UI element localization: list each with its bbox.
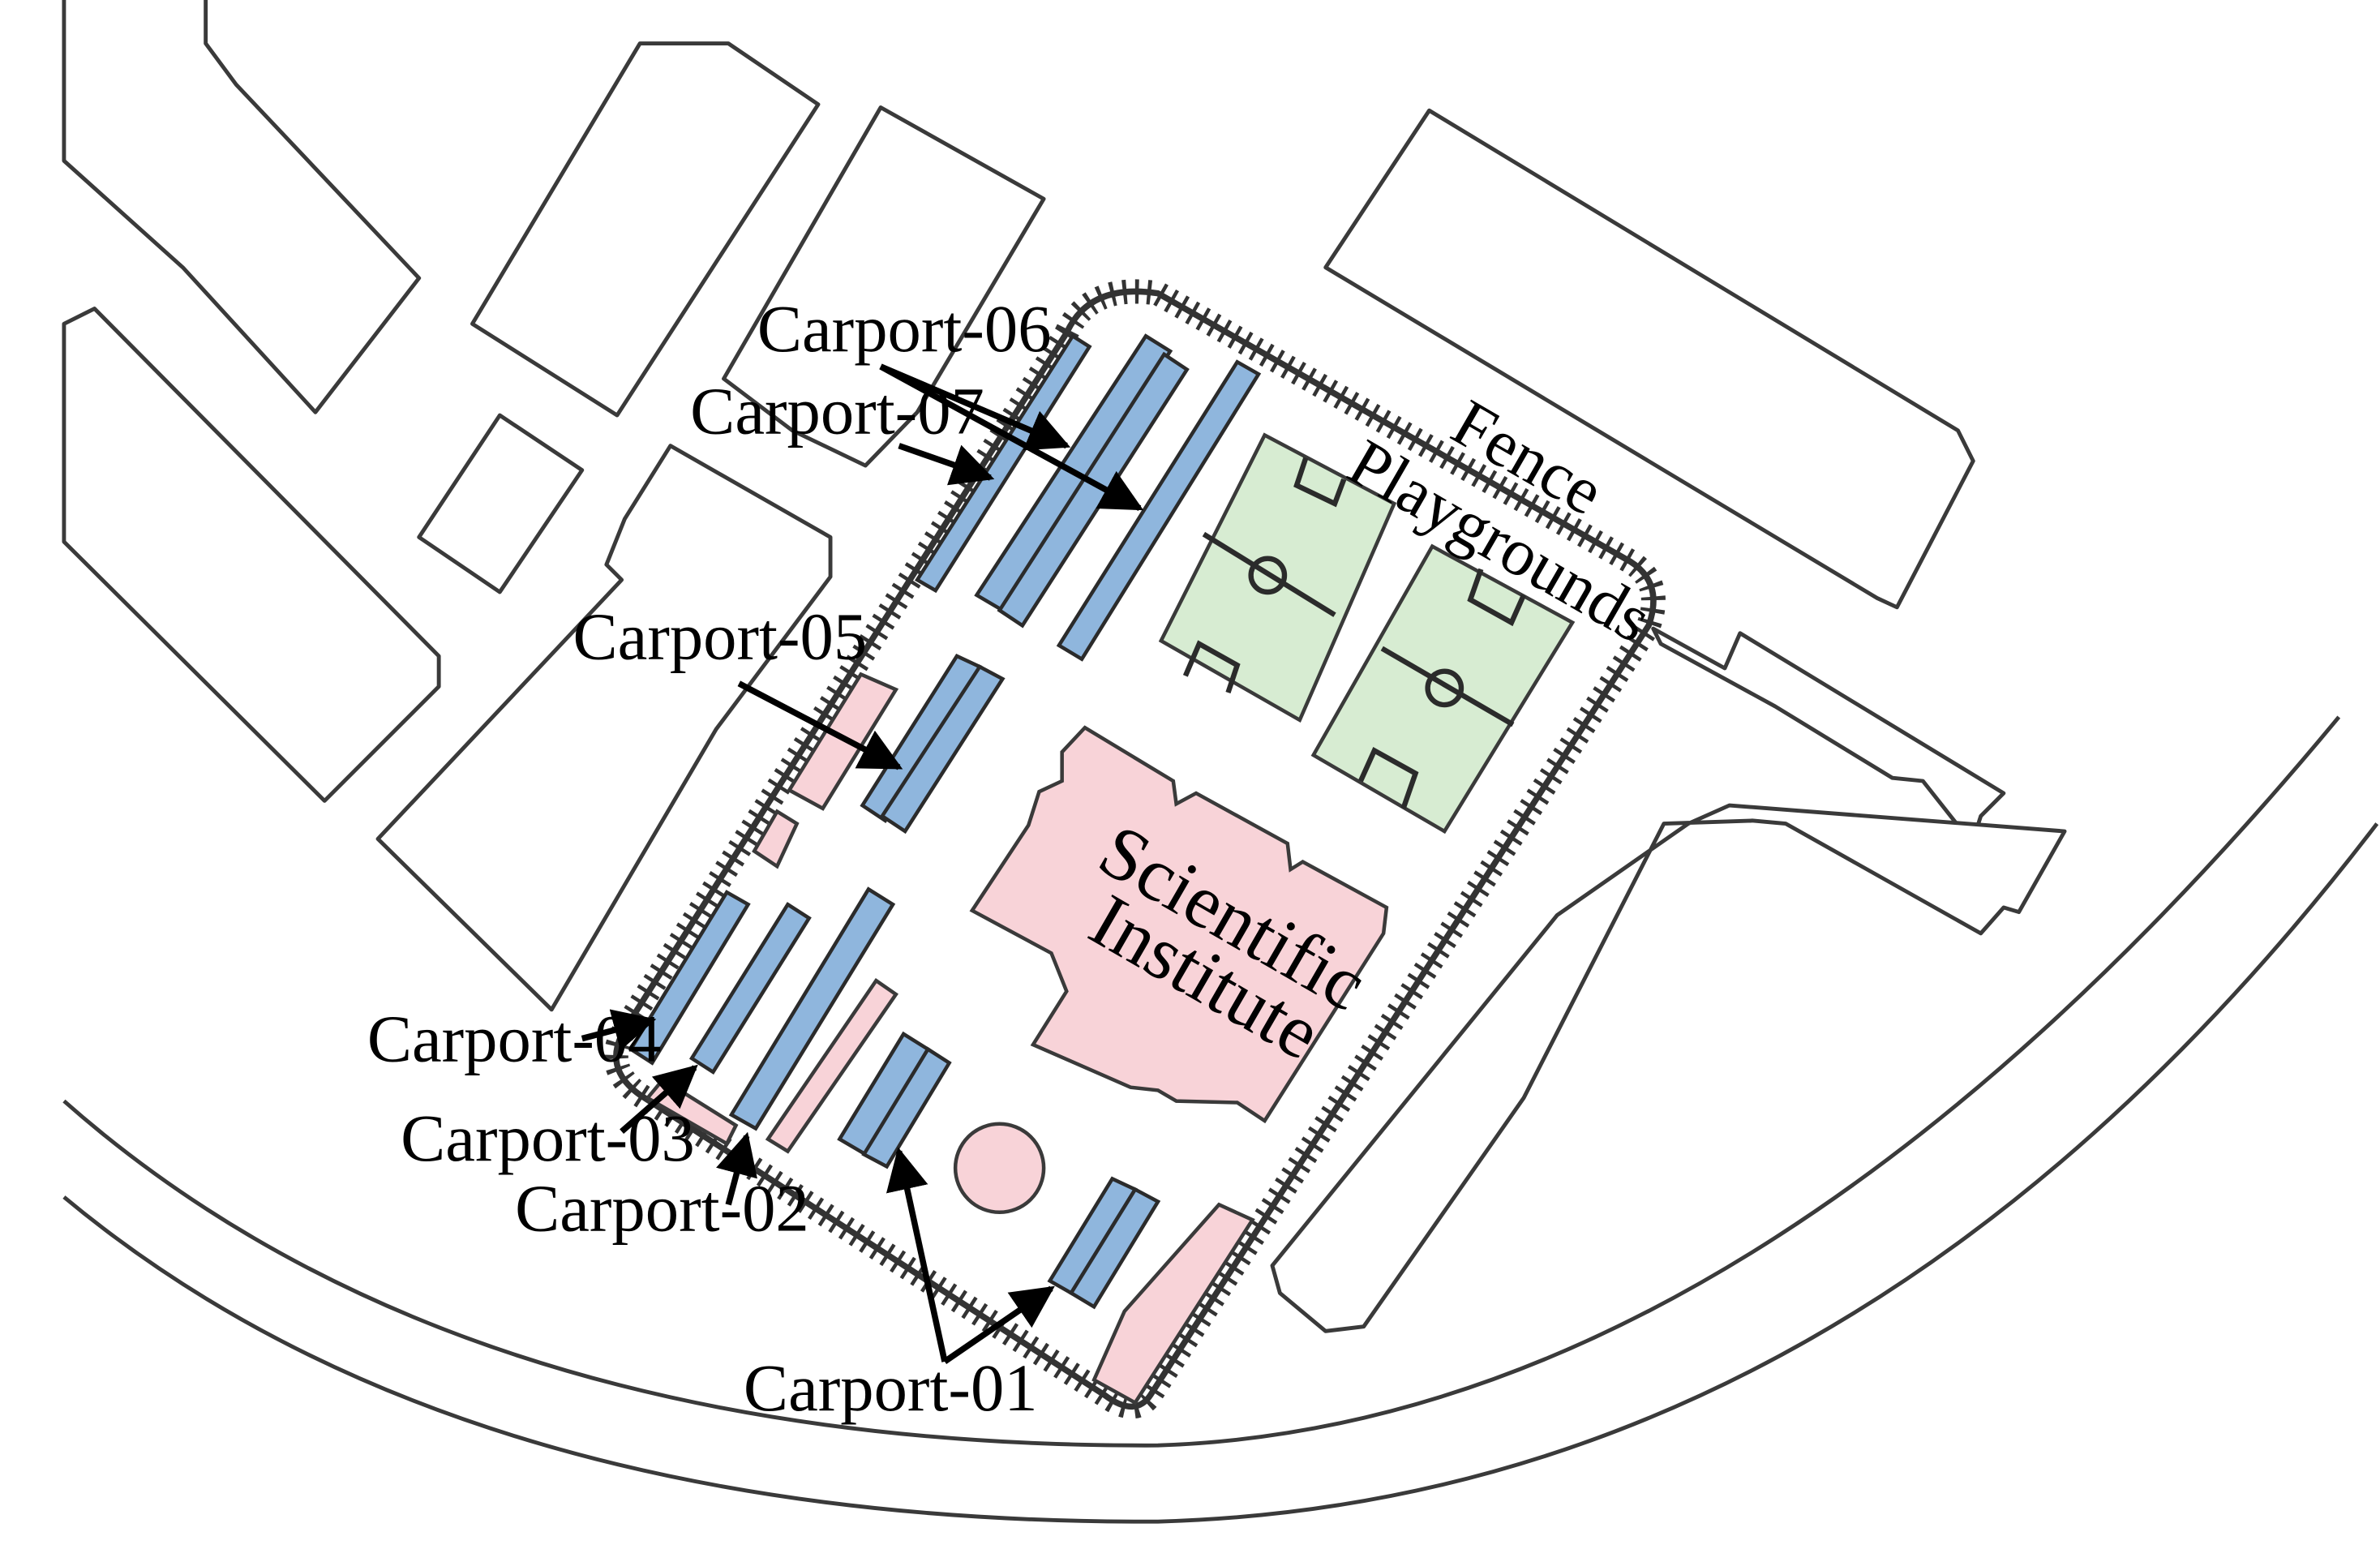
carport: [997, 351, 1190, 629]
label-carport-03: Carport-03: [401, 1101, 695, 1175]
building-outline: [417, 413, 585, 594]
fence-enclosure: [603, 279, 1666, 1419]
carport: [628, 890, 751, 1066]
label-carport-06: Carport-06: [757, 291, 1052, 366]
building-outline: [722, 105, 1046, 468]
label-carport-07: Carport-07: [690, 374, 984, 448]
roads: [62, 715, 2379, 1524]
label-carport-02: Carport-02: [515, 1170, 809, 1245]
small-building: [787, 672, 899, 811]
arrow-carport-01: [886, 1147, 948, 1362]
building-outline: [62, 0, 422, 414]
label-carport-05: Carport-05: [573, 599, 868, 674]
football-pitch: [1310, 543, 1576, 835]
arrow-carport-03: [620, 1064, 698, 1134]
building-outline: [1323, 108, 1975, 610]
arrow-carport-07: [898, 443, 995, 486]
round-structure: [953, 1122, 1046, 1215]
carport: [1056, 359, 1262, 662]
pitch-center-circle: [1248, 556, 1288, 595]
pitch-goal-box: [1467, 568, 1526, 627]
carport: [728, 886, 896, 1131]
pitch-halfway-line: [1380, 646, 1515, 727]
carport: [914, 333, 1092, 594]
carport: [1068, 1187, 1161, 1310]
scientific-institute-building: [969, 725, 1389, 1124]
label-carport-01: Carport-01: [744, 1350, 1038, 1425]
small-building: [752, 809, 800, 869]
arrow-carport-06: [879, 363, 1071, 451]
arrow-carport-04: [581, 1009, 657, 1051]
road-edge: [62, 822, 2379, 1524]
highlighted-buildings: [645, 672, 1389, 1405]
building-outline: [375, 444, 833, 1012]
carport: [879, 664, 1006, 835]
pitch-halfway-line: [1202, 531, 1336, 617]
arrow-carport-01: [942, 1285, 1055, 1364]
pitch-center-circle: [1425, 668, 1464, 708]
arrow-carport-02: [716, 1131, 757, 1206]
label-arrows: [581, 363, 1144, 1364]
football-pitch: [1158, 432, 1397, 723]
small-building: [1091, 1202, 1255, 1405]
surrounding-buildings: [62, 0, 2067, 1333]
pitch-goal-box: [1182, 640, 1241, 694]
road-edge: [62, 715, 2341, 1448]
pitch-goal-box: [1358, 746, 1419, 809]
arrow-carport-05: [737, 680, 903, 770]
label-carport-04: Carport-04: [367, 1002, 662, 1076]
playgrounds: [1158, 432, 1576, 835]
arrow-carport-06: [879, 363, 1144, 511]
building-outline: [470, 41, 821, 418]
carport: [688, 902, 812, 1075]
small-building: [765, 978, 898, 1154]
fence-line-core: [613, 288, 1657, 1410]
building-outline: [1270, 803, 2067, 1333]
building-outline: [62, 307, 441, 803]
pitch-goal-box: [1293, 457, 1347, 508]
